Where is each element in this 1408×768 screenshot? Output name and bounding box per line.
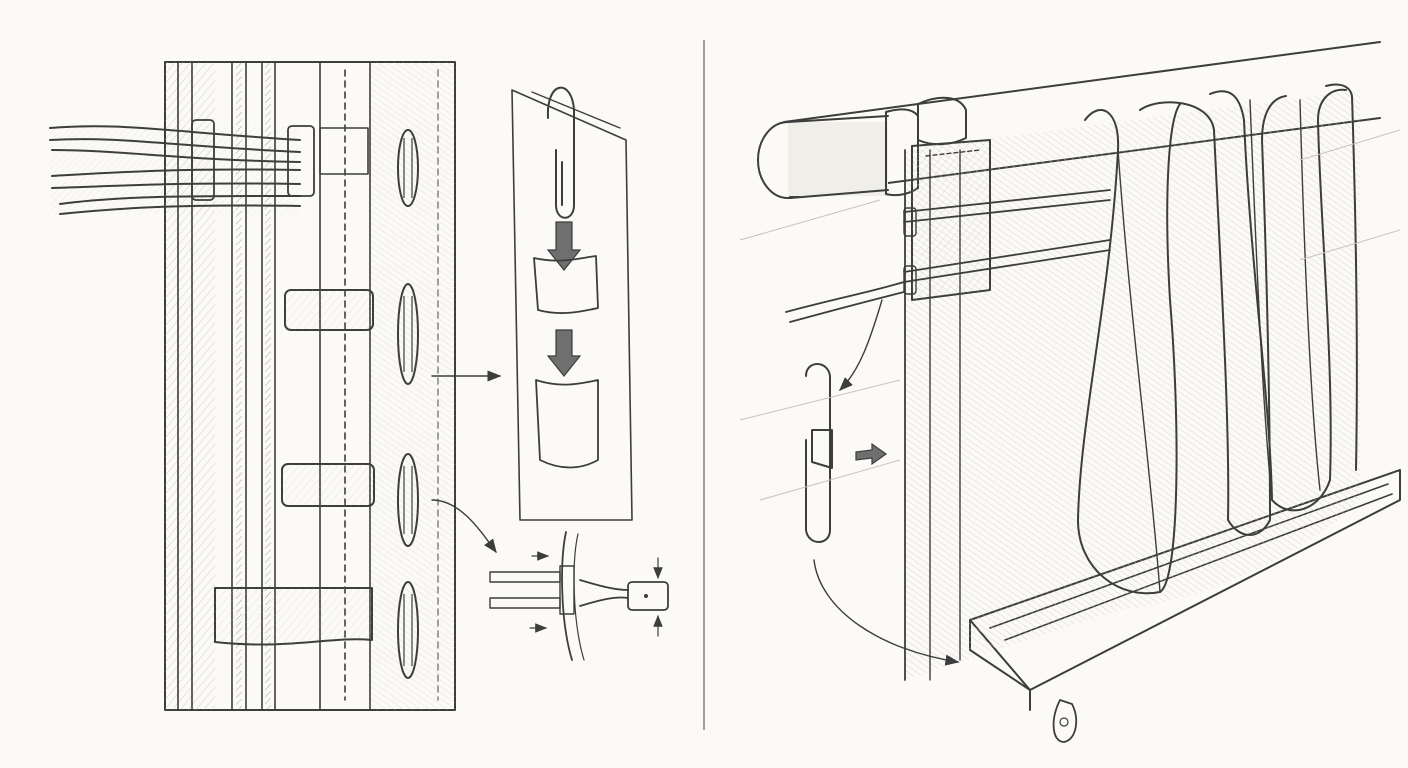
glider-hook-icon xyxy=(805,363,831,543)
hook-insertion-detail xyxy=(511,86,633,521)
callout-arrow-4 xyxy=(813,559,960,666)
pleats xyxy=(1077,83,1358,595)
arrow-down-icon-1 xyxy=(546,221,582,271)
cord-end-icon xyxy=(627,581,669,611)
hook-icon xyxy=(546,86,575,219)
pocket-closed xyxy=(535,379,599,469)
rod-ring xyxy=(917,96,967,146)
pull-cord-ends xyxy=(785,281,905,323)
heading-tape-panel xyxy=(49,61,502,711)
callout-arrow-3 xyxy=(839,299,883,391)
callout-arrow-2 xyxy=(431,499,497,554)
arrow-right-icon xyxy=(855,442,888,466)
track-icon xyxy=(1052,699,1078,743)
tape-strip xyxy=(511,89,633,521)
cord-loop-2 xyxy=(287,125,315,197)
slot-3 xyxy=(397,453,419,547)
background-hatching xyxy=(739,129,1401,501)
slot-2 xyxy=(397,283,419,385)
curtain-rod-panel xyxy=(739,41,1401,743)
cord-lines-inside xyxy=(236,62,271,710)
tape-pocket-top xyxy=(319,127,369,175)
arrow-down-icon-2 xyxy=(546,329,582,377)
pocket-open xyxy=(533,255,599,314)
pull-cords xyxy=(49,125,301,215)
cord-end-detail xyxy=(489,531,669,661)
eyelet-slots xyxy=(397,129,419,679)
header-cords xyxy=(903,189,1111,283)
curtain-fabric xyxy=(905,90,1360,680)
cord-loop-1 xyxy=(191,119,215,201)
slot-4 xyxy=(397,581,419,679)
slot-1 xyxy=(397,129,419,207)
